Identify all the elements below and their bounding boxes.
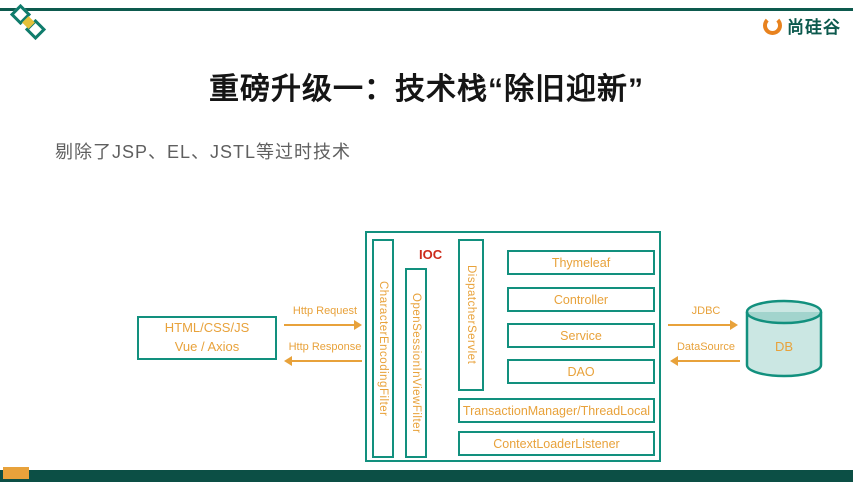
- bottom-accent: [3, 467, 29, 479]
- ioc-label: IOC: [419, 247, 443, 262]
- layer-box-thymeleaf: Thymeleaf: [507, 250, 655, 275]
- http-request-label: Http Request: [292, 305, 358, 317]
- client-tech-line2: Vue / Axios: [174, 339, 240, 354]
- context-loader-listener-box: ContextLoaderListener: [458, 431, 655, 456]
- server-container: IOC CharacterEncodingFilter OpenSessionI…: [365, 231, 661, 462]
- database-icon: [745, 299, 823, 378]
- brand-logo: 尚硅谷: [763, 13, 841, 38]
- http-response-arrow: [284, 356, 362, 366]
- layer-box-dao: DAO: [507, 359, 655, 384]
- db-label: DB: [774, 339, 794, 354]
- character-encoding-filter-box: CharacterEncodingFilter: [372, 239, 394, 458]
- dispatcher-servlet-box: DispatcherServlet: [458, 239, 484, 391]
- top-divider: [0, 8, 853, 11]
- bottom-bar: [0, 470, 853, 482]
- open-session-filter-box: OpenSessionInViewFilter: [405, 268, 427, 458]
- brand-name: 尚硅谷: [787, 18, 841, 37]
- client-tech-line1: HTML/CSS/JS: [164, 320, 250, 336]
- brand-ring-icon: [763, 16, 782, 35]
- transaction-manager-box: TransactionManager/ThreadLocal: [458, 398, 655, 423]
- datasource-arrow: [670, 356, 740, 366]
- slide-title: 重磅升级一：技术栈“除旧迎新”: [209, 73, 644, 106]
- datasource-label: DataSource: [676, 341, 736, 353]
- jdbc-label: JDBC: [691, 305, 721, 317]
- http-request-arrow: [284, 320, 362, 330]
- http-response-label: Http Response: [288, 341, 362, 353]
- layer-box-controller: Controller: [507, 287, 655, 312]
- client-box: HTML/CSS/JS Vue / Axios: [137, 316, 277, 360]
- brand-diamond-logo-icon: [9, 3, 54, 45]
- jdbc-arrow: [668, 320, 738, 330]
- database-cylinder: DB: [742, 299, 826, 383]
- layer-box-service: Service: [507, 323, 655, 348]
- slide-subtitle: 剔除了JSP、EL、JSTL等过时技术: [55, 142, 352, 162]
